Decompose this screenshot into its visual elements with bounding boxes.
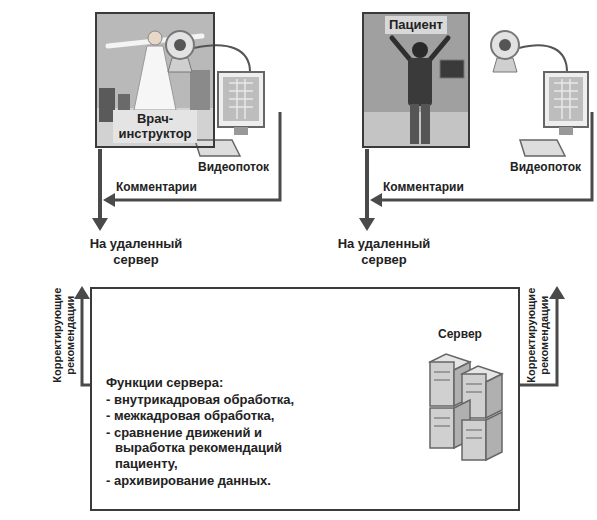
comment-label: Комментарии [383,180,473,194]
list-item: - внутрикадровая обработка, [106,392,366,408]
arrow-shaft [98,149,102,220]
comment-label: Комментарии [116,180,206,194]
camera-cable [194,45,250,72]
list-item: - межкадровая обработка, [106,408,366,424]
camera-lens [499,39,511,51]
list-item: - сравнение движений и выработка рекомен… [106,425,306,472]
server-unit [430,362,454,406]
figure-torso [408,58,432,106]
computer-icon [195,72,264,156]
figure-arm [428,38,448,62]
keyboard [520,140,565,156]
photo-frame: Пациент [362,12,470,148]
server-icon [430,354,502,460]
arrow-head [549,286,565,299]
background-screen [440,60,464,78]
server-side [486,374,502,418]
arrow-shaft [365,149,369,220]
server-unit [430,408,454,448]
camera-body [166,31,194,59]
figure-leg [410,104,419,144]
arrow-shaft [381,112,592,200]
monitor-screen [549,77,583,121]
arrow-shaft [82,298,90,385]
webcam-icon [491,31,567,72]
server-box: Функции сервера:- внутрикадровая обработ… [90,287,520,511]
screen-grid [554,79,578,119]
arrow-head [370,193,382,207]
monitor-stand [559,127,573,135]
keyboard [195,140,240,156]
server-unit [462,420,486,460]
monitor [544,72,588,127]
webcam-icon [166,31,250,72]
feedback-arrows [74,286,565,385]
camera-body [491,31,519,59]
upload-arrows [359,112,592,231]
camera-stand [168,58,192,72]
arrow-head [92,218,108,231]
server-slots [434,372,482,438]
camera-stand [493,58,517,72]
stream-label: Видеопоток [510,160,590,174]
camera-lens [174,39,186,51]
figure-head [412,42,428,58]
monitor [218,72,264,127]
feedback-label: Корректирующие рекомендации [51,285,77,385]
background-furniture [190,70,210,110]
arrow-head [74,286,90,299]
arrow-head [359,218,375,231]
instructor-photo [95,12,215,148]
photo-ground [95,12,215,148]
figure-head [148,31,162,45]
monitor-screen [223,77,259,121]
person-label: Пациент [385,16,447,34]
destination-label: На удаленный сервер [332,236,436,267]
figure-arm [392,38,412,62]
photo-frame: Врач-инструктор [95,12,215,148]
arrow-head [103,193,115,207]
feedback-label: Корректирующие рекомендации [525,285,551,385]
person-label: Врач-инструктор [113,110,197,143]
patient-photo [362,12,470,148]
list-item: - архивирование данных. [106,473,366,489]
server-label: Сервер [438,327,508,341]
server-side [486,412,502,460]
list-heading: Функции сервера: [106,375,366,391]
computer-icon [520,72,588,156]
destination-label: На удаленный сервер [84,236,188,267]
screen-grid [229,79,253,119]
camera-cable [519,45,567,72]
monitor-stand [234,127,248,135]
photo-ground [362,12,470,148]
figure-leg [421,104,430,144]
stream-label: Видеопоток [198,160,278,174]
